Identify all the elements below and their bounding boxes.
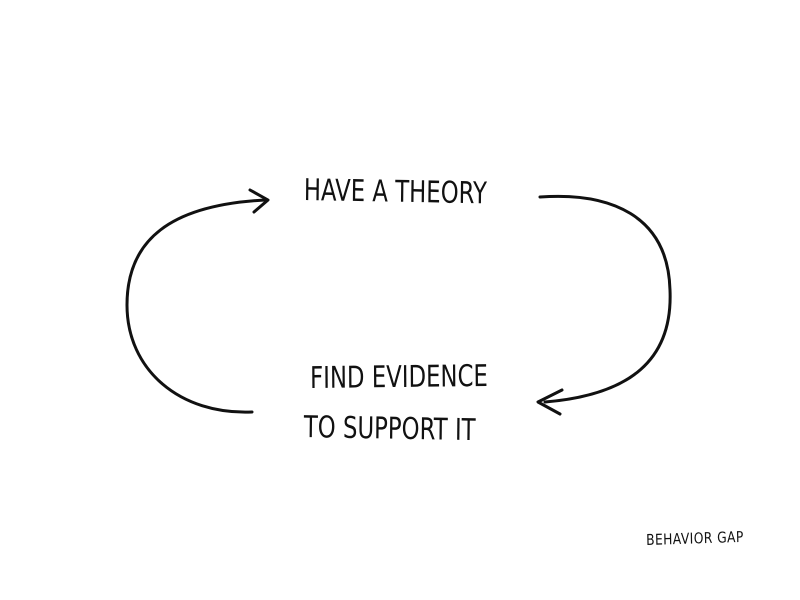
behavior-gap-signature: Behavior Gap — [645, 527, 744, 549]
node-find-evidence-line2: to support it — [303, 410, 476, 449]
arrow-theory-to-evidence — [538, 194, 672, 404]
arrow-evidence-to-theory — [125, 198, 267, 414]
arrowhead-theory — [248, 188, 270, 214]
node-have-theory: Have a Theory — [303, 173, 488, 212]
node-find-evidence-line1: Find Evidence — [309, 358, 488, 396]
arrowhead-evidence — [536, 388, 564, 416]
